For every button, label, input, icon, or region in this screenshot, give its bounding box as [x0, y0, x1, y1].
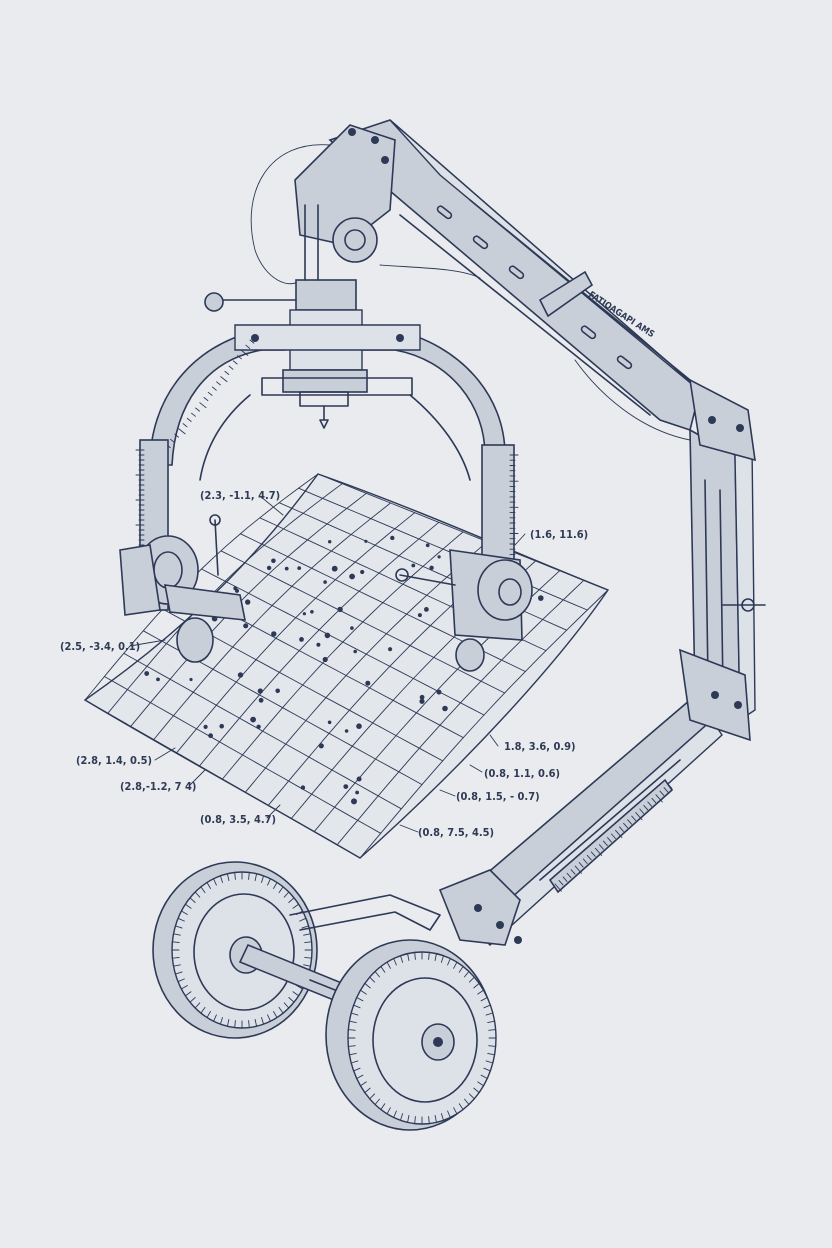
callout-label: (1.6, 11.6) — [530, 528, 588, 541]
callout-label: (2.8,-1.2, 7 4) — [120, 780, 196, 793]
callout-label: (0.8, 1.5, - 0.7) — [456, 790, 540, 803]
upper-arm: FATIOAGAPI AMS — [328, 119, 756, 462]
right-wheel — [325, 939, 497, 1131]
callout-label: (0.8, 1.1, 0.6) — [484, 767, 560, 780]
vertical-column — [679, 428, 766, 742]
callout-label: (2.3, -1.1, 4.7) — [200, 489, 280, 502]
gantry-arch — [149, 324, 506, 481]
callout-label: (2.5, -3.4, 0.1) — [60, 640, 140, 653]
left-carriage — [119, 439, 246, 663]
callout-label: (2.8, 1.4, 0.5) — [76, 754, 152, 767]
lower-arm — [438, 698, 723, 946]
callout-labels: (2.3, -1.1, 4.7) (1.6, 11.6) (2.5, -3.4,… — [60, 489, 588, 839]
right-carriage — [395, 444, 533, 672]
left-wheel — [152, 861, 318, 1039]
callout-label: 1.8, 3.6, 0.9) — [504, 740, 576, 753]
callout-label: (0.8, 3.5, 4.7) — [200, 813, 276, 826]
callout-leaders — [129, 495, 526, 833]
shoulder-joint — [250, 124, 481, 285]
callout-label: (0.8, 7.5, 4.5) — [418, 826, 494, 839]
